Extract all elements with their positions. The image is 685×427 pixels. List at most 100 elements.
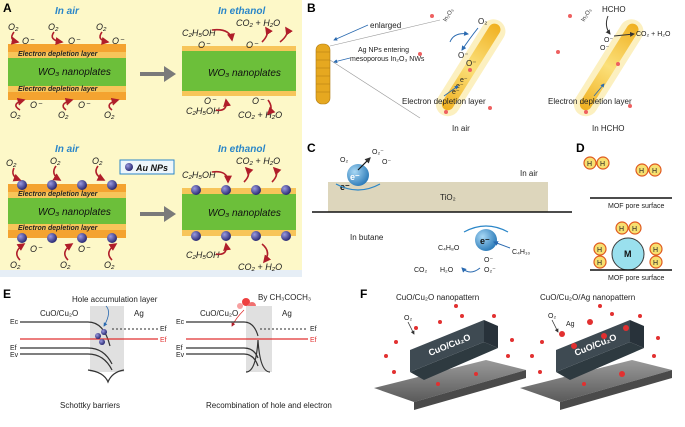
f-right-scene: CuO/Cu₂O O₂ Ag <box>520 313 672 410</box>
svg-text:H: H <box>597 260 602 267</box>
panel-e-letter: E <box>3 287 11 301</box>
b-wire-label: In₂O₃ <box>443 7 456 23</box>
panel-a: A In air Electron depletion layer WO₃ na… <box>0 0 302 277</box>
c-c4h10: C₄H₁₀ <box>512 249 530 256</box>
svg-text:H: H <box>632 226 637 233</box>
a-top-transition-arrow <box>140 66 176 82</box>
f-right-title: CuO/Cu₂O/Ag nanopattern <box>540 293 635 302</box>
f-right-o2: O₂ <box>548 313 556 320</box>
svg-text:H: H <box>652 168 657 175</box>
b-o-chain: O⁻ O⁻ <box>600 37 613 52</box>
b-wire-in-hcho <box>573 19 644 117</box>
c-ominus-bottom: O⁻ <box>484 257 493 264</box>
c-h2o: H₂O <box>440 267 454 274</box>
a-bottom-left-au-particles <box>17 180 117 243</box>
b-o-minus-1: O⁻ <box>458 51 468 60</box>
d-h2-bound-right: H H <box>649 242 663 269</box>
a-top-left-arrows <box>10 31 120 111</box>
b-ag-dots-left <box>418 14 492 114</box>
d-h2-molecule-2: H H <box>635 163 662 177</box>
d-pore-1: MOF pore surface <box>608 203 665 210</box>
a-bottom-left-title: In air <box>55 144 80 155</box>
svg-text:O⁻: O⁻ <box>246 40 259 50</box>
a-bottom-right-au-particles <box>191 185 291 241</box>
a-top-left-nanoplates: WO₃ nanoplates <box>38 67 111 78</box>
e-schottky-curve <box>87 369 125 384</box>
svg-text:O⁻: O⁻ <box>30 244 43 254</box>
a-bottom-right-title: In ethanol <box>218 144 265 155</box>
f-right-ag: Ag <box>566 321 575 328</box>
c-bottom-arc <box>463 225 509 233</box>
a-bottom-left-depletion-2: Electron depletion layer <box>18 225 99 232</box>
svg-text:O₂: O₂ <box>50 156 61 166</box>
b-ag-text-2: mesoporous In₂O₃ NWs <box>350 56 425 63</box>
svg-text:O⁻: O⁻ <box>78 100 91 110</box>
svg-text:H: H <box>619 226 624 233</box>
b-ag-dots-right <box>556 14 632 114</box>
a-bottom-right-nanoplates: WO₃ nanoplates <box>208 208 281 219</box>
f-left-dots <box>384 304 514 386</box>
d-metal-label: M <box>624 249 632 259</box>
c-bottom-arrows <box>461 241 511 273</box>
svg-text:H: H <box>600 161 605 168</box>
b-wire-label-right: In₂O₃ <box>581 7 594 23</box>
c-o2minus-bottom: O₂⁻ <box>484 267 496 274</box>
svg-text:C₂H₅OH: C₂H₅OH <box>182 28 216 38</box>
c-o2minus-label: O₂⁻ <box>372 149 384 156</box>
e-ag-left: Ag <box>134 309 144 318</box>
c-c4h8o: C₄H₈O <box>438 245 460 252</box>
b-in-hcho: In HCHO <box>592 124 624 133</box>
a-bottom-right-arrows <box>211 166 282 264</box>
panel-f-letter: F <box>360 287 367 301</box>
f-right-dots <box>530 304 660 386</box>
svg-text:O₂: O₂ <box>10 110 21 120</box>
panel-e: E Hole accumulation layer CuO/Cu₂O Ag Ec… <box>3 287 332 410</box>
a-top-right-title: In ethanol <box>218 6 265 17</box>
c-top-ball <box>347 164 369 186</box>
a-top-right-arrows <box>211 26 293 116</box>
e-by-acetone: By CH₃COCH₃ <box>258 293 311 302</box>
b-enlarged-label: enlarged <box>370 21 401 30</box>
e-hole-layer: Hole accumulation layer <box>72 295 158 304</box>
svg-text:CO₂ + H₂O: CO₂ + H₂O <box>236 156 280 166</box>
d-h2-molecule-1: H H <box>583 156 610 170</box>
f-left-scene: CuO/Cu₂O O₂ <box>374 315 526 410</box>
svg-text:O₂: O₂ <box>104 260 115 270</box>
svg-text:O⁻: O⁻ <box>112 36 125 46</box>
svg-text:O₂: O₂ <box>96 22 107 32</box>
b-products-label: CO₂ + H₂O <box>636 31 671 38</box>
svg-text:C₂H₅OH: C₂H₅OH <box>186 106 220 116</box>
panel-b-letter: B <box>307 1 316 15</box>
svg-text:CO₂ + H₂O: CO₂ + H₂O <box>238 110 282 120</box>
a-top-left-title: In air <box>55 6 80 17</box>
c-top-e2: e⁻ <box>340 182 350 192</box>
c-top-e1: e⁻ <box>350 172 360 182</box>
svg-text:O⁻: O⁻ <box>604 37 613 44</box>
svg-text:O₂: O₂ <box>48 22 59 32</box>
svg-text:e⁻: e⁻ <box>460 77 468 84</box>
svg-text:O₂: O₂ <box>10 260 21 270</box>
d-pore-2: MOF pore surface <box>608 275 665 282</box>
e-left-ev: Ev <box>10 352 19 359</box>
svg-text:H: H <box>653 247 658 254</box>
panel-c-letter: C <box>307 141 316 155</box>
f-left-title: CuO/Cu₂O nanopattern <box>396 293 479 302</box>
b-right-arrows <box>605 15 635 37</box>
c-ominus-label: O⁻ <box>382 159 391 166</box>
svg-text:H: H <box>597 247 602 254</box>
panel-c: C TiO₂ In air In butane O₂ O₂⁻ O⁻ e⁻ e⁻ … <box>307 141 572 274</box>
e-cuo-right: CuO/Cu₂O <box>200 309 238 318</box>
e-ag-right: Ag <box>282 309 292 318</box>
b-hcho-label: HCHO <box>602 5 626 14</box>
e-right-ef-metal-2: Ef <box>310 337 317 344</box>
e-recombination-label: Recombination of hole and electron <box>206 401 332 410</box>
svg-text:O₂: O₂ <box>58 110 69 120</box>
svg-text:O₂: O₂ <box>8 22 19 32</box>
a-legend-box <box>119 159 175 175</box>
e-right-ef-metal-1: Ef <box>310 326 317 333</box>
svg-text:O⁻: O⁻ <box>600 45 609 52</box>
c-o2-label: O₂ <box>340 157 348 164</box>
b-o-minus-2: O⁻ <box>466 59 476 68</box>
c-co2: CO₂ <box>414 267 428 274</box>
